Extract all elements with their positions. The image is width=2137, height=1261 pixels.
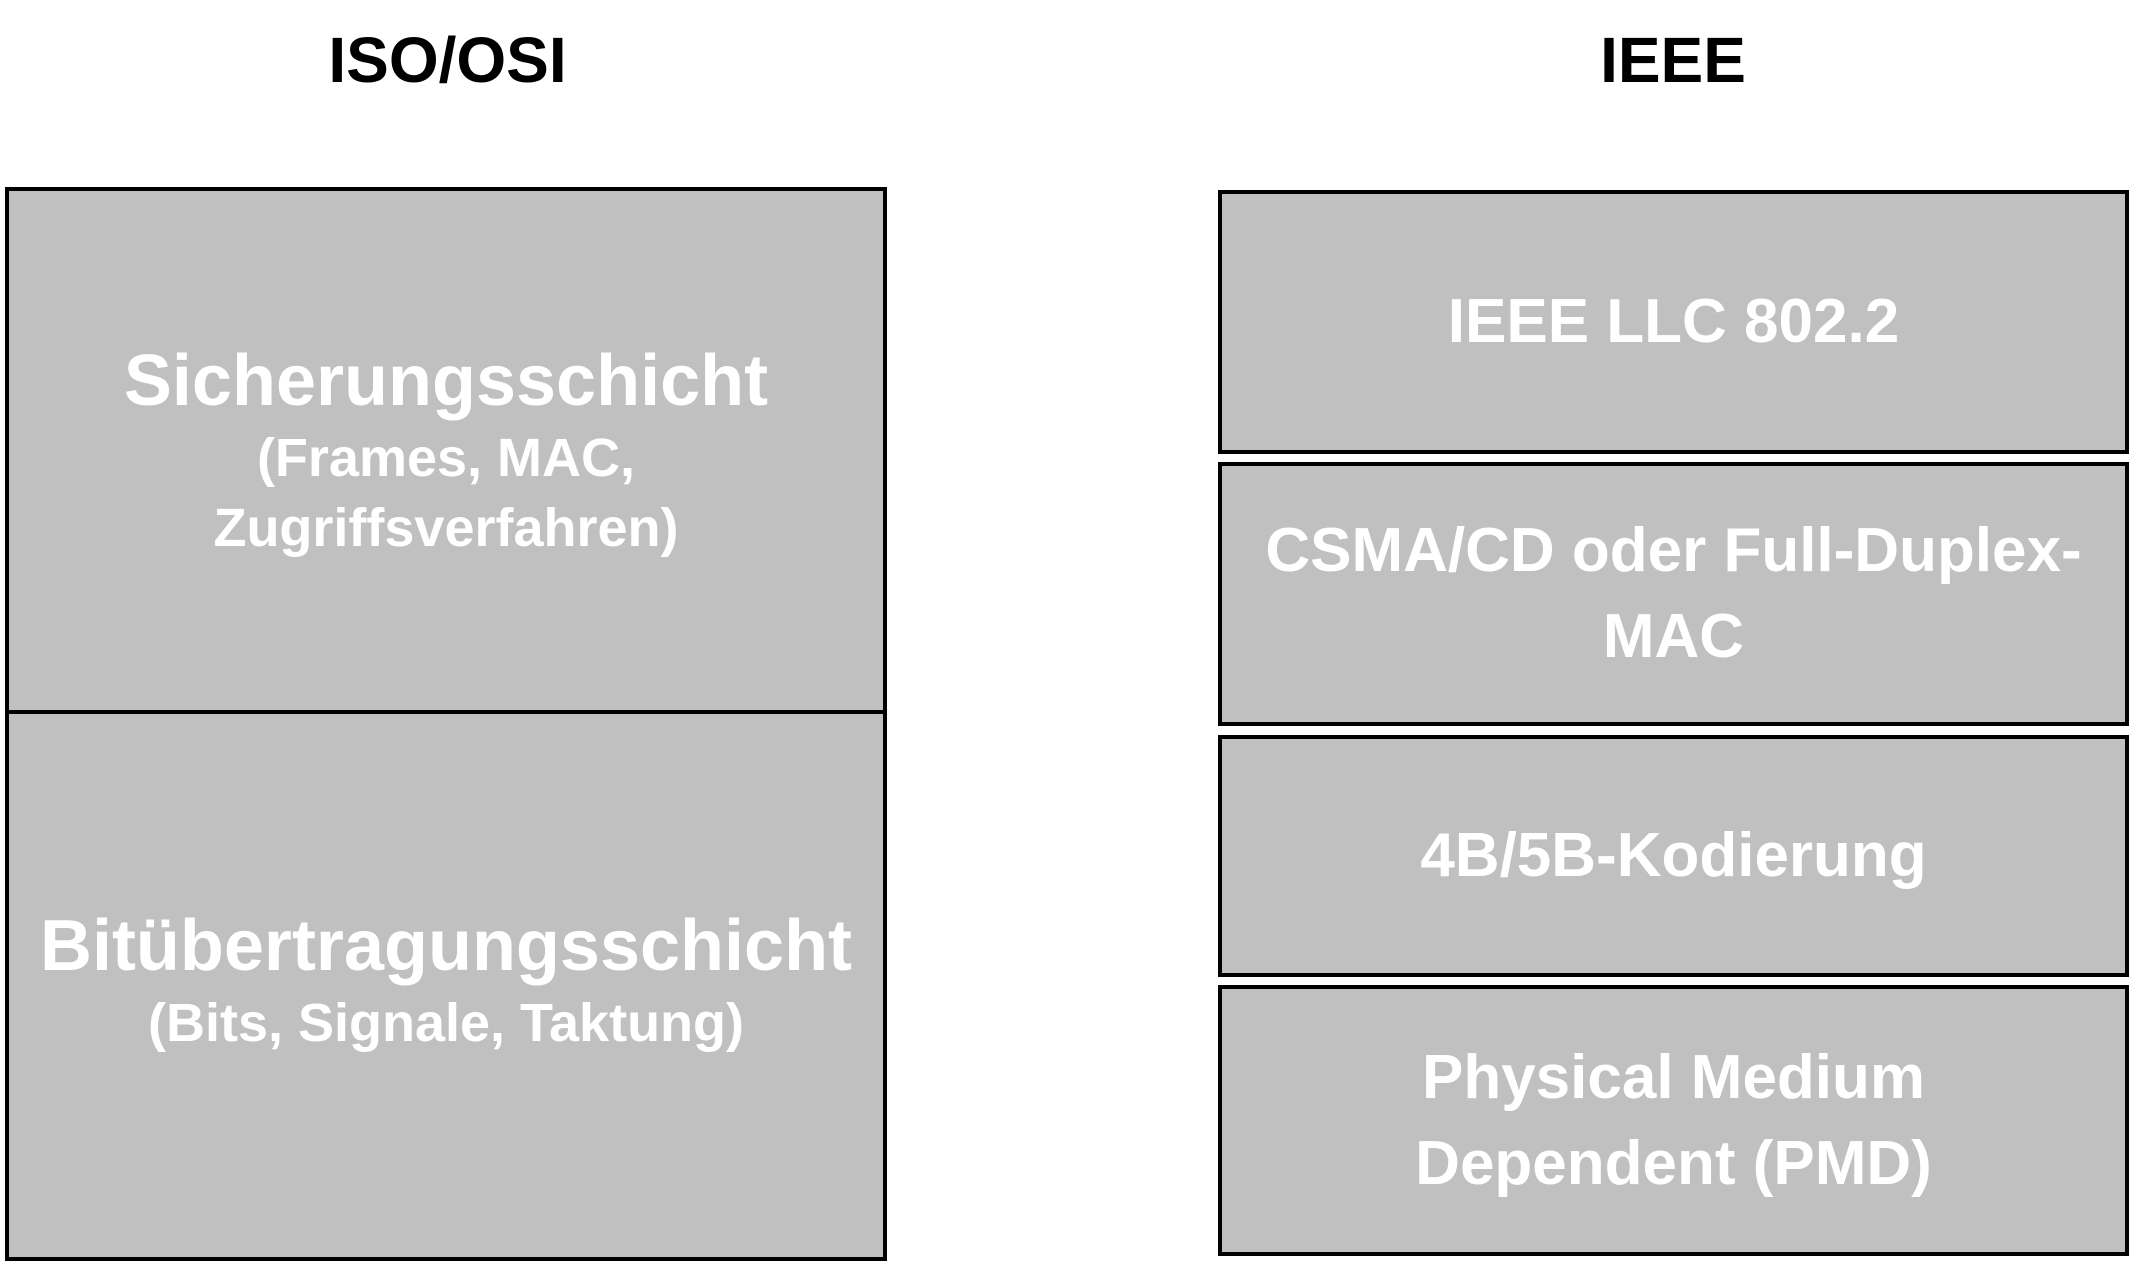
iso-osi-stack: Sicherungsschicht (Frames, MAC, Zugriffs… [5,187,887,1261]
ieee-layer-mac-label-1: CSMA/CD oder Full-Duplex- [1265,516,2082,585]
osi-layer-data-link-name: Sicherungsschicht [123,340,769,421]
osi-layer-data-link-detail-1: (Frames, MAC, [256,427,636,488]
ieee-layer-llc-label: IEEE LLC 802.2 [1447,287,1900,356]
ieee-layer-llc: IEEE LLC 802.2 [1218,190,2129,454]
ieee-layer-pmd-label-1: Physical Medium [1421,1042,1926,1112]
osi-layer-data-link: Sicherungsschicht (Frames, MAC, Zugriffs… [5,187,887,714]
ieee-layer-mac-label-2: MAC [1602,602,1745,671]
ieee-title: IEEE [1600,24,1746,96]
ieee-layer-mac: CSMA/CD oder Full-Duplex- MAC [1218,462,2129,726]
ieee-layer-coding-label: 4B/5B-Kodierung [1420,821,1927,890]
ieee-layer-pmd-label-2: Dependent (PMD) [1415,1128,1932,1198]
ieee-layer-coding: 4B/5B-Kodierung [1218,735,2129,977]
ieee-layer-pmd: Physical Medium Dependent (PMD) [1218,985,2129,1256]
osi-layer-data-link-detail-2: Zugriffsverfahren) [213,497,679,558]
iso-osi-title: ISO/OSI [328,24,567,96]
osi-layer-physical: Bitübertragungsschicht (Bits, Signale, T… [5,710,887,1261]
osi-layer-physical-name: Bitübertragungsschicht [39,906,853,986]
osi-layer-physical-detail: (Bits, Signale, Taktung) [147,993,745,1053]
